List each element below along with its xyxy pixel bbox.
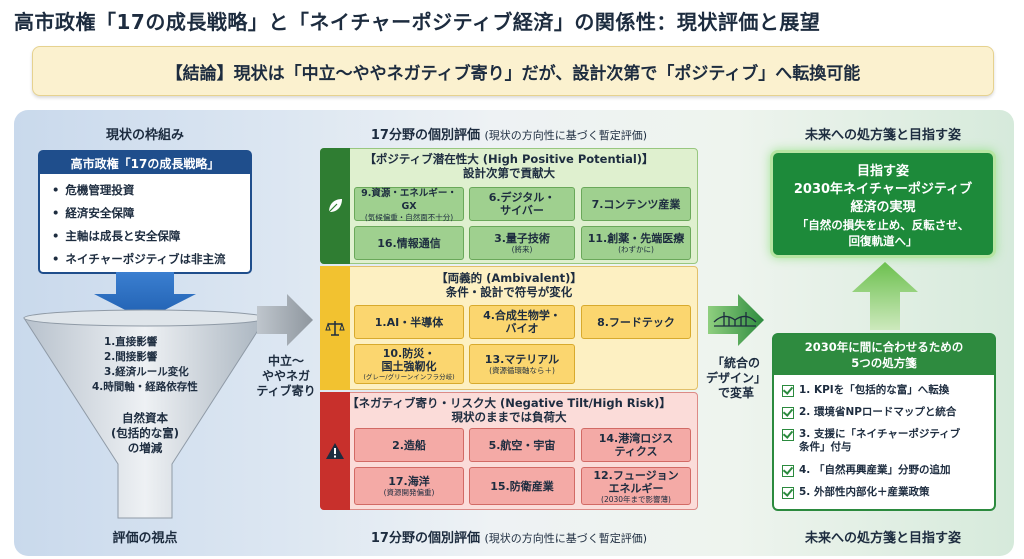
field-cell-positive: 7.コンテンツ産業 [581, 187, 691, 221]
funnel-result: の増減 [127, 441, 163, 455]
field-cell-negative: 12.フュージョン エネルギー(2030年まで影響薄) [581, 467, 691, 505]
field-cell-positive: 6.デジタル・ サイバー [469, 187, 575, 221]
goal-heading: 目指す姿 [856, 164, 909, 179]
bridge-icon [713, 312, 757, 327]
funnel-result: 自然資本 [122, 411, 168, 425]
green-right-arrow-icon [708, 294, 764, 346]
field-cell-ambivalent: 8.フードテック [581, 305, 691, 339]
prescription-item: 5. 外部性内部化＋産業政策 [782, 486, 929, 499]
field-cell-ambivalent: 1.AI・半導体 [354, 305, 464, 339]
current-status-label: 中立〜 ややネガ ティブ寄り [256, 354, 316, 398]
funnel-line: 1.直接影響 [104, 336, 158, 348]
warning-icon [320, 392, 350, 510]
field-cell-negative: 5.航空・宇宙 [469, 428, 575, 462]
center-column-footer: 17分野の個別評価 (現状の方向性に基づく暫定評価) [370, 531, 648, 546]
checkbox-icon [782, 465, 794, 477]
leaf-icon [320, 148, 350, 264]
checkbox-icon [782, 429, 794, 441]
goal-line: 経済の実現 [850, 200, 916, 215]
funnel-graphic [23, 272, 267, 519]
page-title: 高市政権「17の成長戦略」と「ネイチャーポジティブ経済」の関係性：現状評価と展望 [14, 10, 821, 34]
strategy-bullet: 経済安全保障 [52, 205, 134, 221]
ambivalent-subtitle: 条件・設計で符号が変化 [445, 285, 573, 299]
ambivalent-title: 【両義的 (Ambivalent)】 [436, 271, 582, 285]
negative-title: 【ネガティブ寄り・リスク大 (Negative Tilt/High Risk)】 [347, 396, 671, 410]
field-cell-negative: 2.造船 [354, 428, 464, 462]
conclusion-banner: 【結論】現状は「中立〜ややネガティブ寄り」だが、設計次第で「ポジティブ」へ転換可… [32, 46, 994, 96]
down-arrow-icon [94, 272, 196, 320]
funnel-line: 4.時間軸・経路依存性 [92, 381, 198, 393]
prescription-item: 4. 「自然再興産業」分野の追加 [782, 464, 950, 477]
funnel-line: 2.間接影響 [104, 351, 158, 363]
field-cell-positive: 9.資源・エネルギー・GX(気候偏重・自然面不十分) [354, 187, 464, 222]
checkbox-icon [782, 487, 794, 499]
field-cell-negative: 15.防衛産業 [469, 467, 575, 505]
right-arrow-icon [257, 294, 313, 346]
right-column-footer: 未来への処方箋と目指す姿 [804, 531, 961, 546]
center-column-header: 17分野の個別評価 (現状の方向性に基づく暫定評価) [370, 128, 648, 143]
positive-title: 【ポジティブ潜在性大 (High Positive Potential)】 [364, 152, 654, 166]
checkbox-icon [782, 407, 794, 419]
field-cell-positive: 11.創薬・先端医療(わずかに) [581, 226, 691, 260]
left-column-header: 現状の枠組み [105, 128, 184, 143]
field-cell-ambivalent: 13.マテリアル(資源循環軸なら＋) [469, 344, 575, 384]
prescription-item: 1. KPIを「包括的な富」へ転換 [782, 384, 949, 397]
goal-quote: 回復軌道へ」 [848, 234, 918, 248]
goal-box [770, 150, 996, 258]
strategy-box-title: 高市政権「17の成長戦略」 [40, 152, 250, 174]
right-column-header: 未来への処方箋と目指す姿 [804, 128, 961, 143]
funnel-result: (包括的な富) [110, 426, 179, 440]
prescription-item: 3. 支援に「ネイチャーポジティブ 条件」付与 [782, 428, 960, 454]
funnel-line: 3.経済ルール変化 [104, 366, 189, 378]
strategy-bullet: ネイチャーポジティブは非主流 [52, 251, 225, 267]
prescription-title: 2030年に間に合わせるための 5つの処方箋 [774, 335, 994, 375]
left-column-footer: 評価の視点 [112, 531, 178, 546]
up-arrow-icon [852, 262, 918, 330]
strategy-bullet: 危機管理投資 [52, 182, 134, 198]
positive-subtitle: 設計次第で貢献大 [463, 166, 555, 180]
integration-design-label: 「統合の デザイン」 で変革 [705, 356, 766, 400]
negative-subtitle: 現状のままでは負荷大 [451, 410, 567, 424]
field-cell-positive: 16.情報通信 [354, 226, 464, 260]
prescription-item: 2. 環境省NPロードマップと統合 [782, 406, 956, 419]
scales-icon [320, 266, 350, 390]
field-cell-ambivalent: 10.防災・ 国土強靭化(グレー/グリーンインフラ分岐) [354, 344, 464, 384]
goal-line: 2030年ネイチャーポジティブ [793, 182, 973, 197]
field-cell-positive: 3.量子技術(將来) [469, 226, 575, 260]
field-cell-negative: 14.港湾ロジス ティクス [581, 428, 691, 462]
field-cell-ambivalent: 4.合成生物学・ バイオ [469, 305, 575, 339]
field-cell-negative: 17.海洋(資源開発偏重) [354, 467, 464, 505]
goal-quote: 「自然の損失を止め、反転させ、 [796, 218, 970, 232]
strategy-bullet: 主軸は成長と安全保障 [52, 228, 180, 244]
checkbox-icon [782, 385, 794, 397]
